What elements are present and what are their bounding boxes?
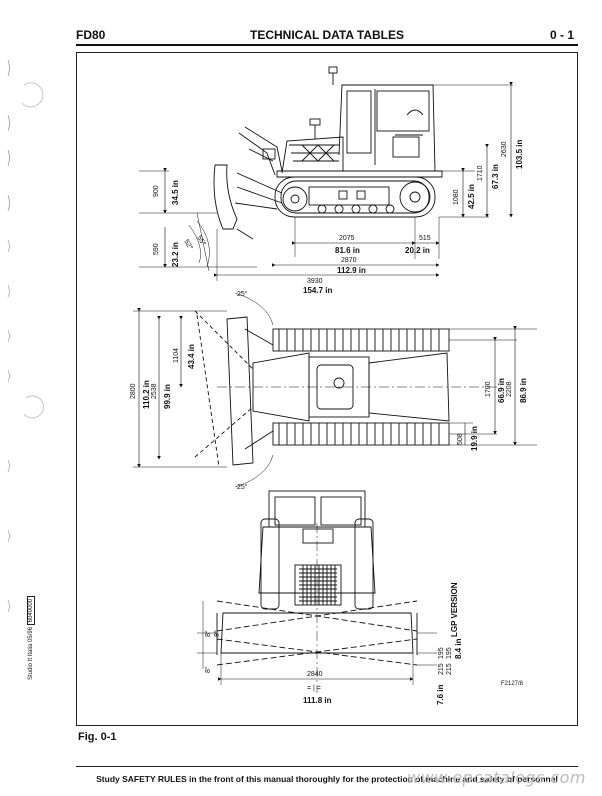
dim-overall-height-in: 103.5 in — [515, 140, 524, 169]
dim-angle-a: 55° — [195, 234, 207, 247]
dim-tilt-in-b: 7.6 in — [436, 684, 445, 705]
top-blade — [194, 292, 274, 488]
dim-blade-angle-bottom: 25° — [237, 483, 248, 491]
dim-track-height-in: 42.5 in — [467, 184, 476, 209]
front-cab — [258, 490, 376, 594]
top-track-lower — [272, 422, 450, 446]
dim-cab-floor-mm: 1710 — [477, 165, 484, 181]
dim-tilt-1-mm: 195 — [438, 647, 445, 659]
dim-base-length-mm: 2870 — [341, 257, 357, 264]
binder-marks — [7, 59, 44, 613]
top-view-labels: 25° 25° 2800 110.2 in 2538 99.9 in 1104 … — [130, 290, 528, 491]
dim-rear-overhang-mm: 515 — [419, 235, 431, 242]
top-view — [133, 292, 537, 488]
dim-gauge-in: 66.9 in — [497, 378, 506, 403]
dim-tilt-3-mm: 215 — [438, 663, 445, 675]
dim-shoe-width-in: 19.9 in — [470, 426, 479, 451]
dim-tilt-angle-1: 8° — [204, 630, 212, 637]
dim-blade-height-in: 34.5 in — [171, 180, 180, 205]
dim-track-height-mm: 1080 — [453, 189, 460, 205]
dim-rear-overhang-in: 20.2 in — [405, 246, 430, 255]
page-footer: Study SAFETY RULES in the front of this … — [76, 766, 578, 784]
side-view — [139, 66, 513, 281]
dim-base-length-in: 112.9 in — [337, 266, 366, 275]
figure-label: Fig. 0-1 — [78, 731, 117, 743]
track-side — [274, 176, 436, 218]
front-blade — [216, 523, 418, 693]
dim-half-width-in: 43.4 in — [187, 344, 196, 369]
dim-tilt-angle-2: 8° — [213, 630, 221, 637]
side-code-studio: Studio It Italia — [28, 643, 34, 680]
dim-gauge-mm: 1700 — [485, 381, 492, 397]
dim-track-length-mm: 2075 — [339, 235, 355, 242]
dim-blade-angle-top: 25° — [237, 290, 248, 298]
model-name: FD80 — [76, 28, 106, 42]
dim-angle-b: 52° — [182, 238, 194, 251]
front-grille — [294, 564, 342, 606]
dim-blade-height-mm: 900 — [153, 185, 160, 197]
dim-blade-drop-mm: 590 — [153, 243, 160, 255]
dim-angled-width-mm: 2538 — [151, 383, 158, 399]
dim-overall-length-in: 154.7 in — [303, 286, 332, 295]
equal-marks: = | = — [307, 685, 321, 692]
engine-hood — [276, 118, 443, 178]
page-number: 0 - 1 — [549, 28, 574, 42]
side-code: Studio It Italia 05/96 6040000 — [27, 595, 35, 680]
dim-tilt-2-mm: 195 — [446, 647, 453, 659]
dim-blade-width-in: 110.2 in — [142, 380, 151, 409]
top-track-upper — [272, 328, 450, 352]
blade-side — [213, 126, 283, 240]
dim-half-width-mm: 1104 — [173, 348, 180, 363]
dim-overall-width-mm: 2208 — [506, 381, 513, 397]
watermark: www.epcatalogs.com — [407, 768, 586, 787]
dim-cab-floor-in: 67.3 in — [491, 164, 500, 189]
dim-tilt-in-a: 8.4 in — [454, 638, 463, 659]
dim-angled-width-in: 99.9 in — [163, 384, 172, 409]
dim-track-length-in: 81.6 in — [335, 246, 360, 255]
dim-blade-drop-in: 23.2 in — [171, 242, 180, 267]
drawing-frame: 900 34.5 in 590 23.2 in 55° 52° 2075 81.… — [76, 52, 578, 726]
page-title: TECHNICAL DATA TABLES — [250, 28, 404, 42]
dim-front-blade-width-mm: 2840 — [307, 671, 323, 678]
technical-drawing: 900 34.5 in 590 23.2 in 55° 52° 2075 81.… — [130, 66, 537, 705]
dim-overall-height-mm: 2630 — [501, 141, 508, 157]
front-view-labels: 8° 8° 8° 195 195 215 215 8.4 in 7.6 in L… — [204, 582, 524, 705]
side-view-labels: 900 34.5 in 590 23.2 in 55° 52° 2075 81.… — [153, 140, 524, 295]
dim-front-blade-width-in: 111.8 in — [303, 696, 332, 705]
side-code-date: 05/96 — [28, 626, 34, 642]
dim-overall-length-mm: 3930 — [307, 278, 323, 285]
dim-shoe-width-mm: 508 — [457, 433, 464, 445]
dim-tilt-4-mm: 215 — [446, 663, 453, 675]
front-view — [197, 490, 437, 693]
footer-safety-text: Study SAFETY RULES in the front of this … — [96, 774, 558, 784]
page-header: FD80 TECHNICAL DATA TABLES 0 - 1 — [76, 26, 578, 46]
dim-overall-width-in: 86.9 in — [519, 378, 528, 403]
side-code-number: 6040000 — [27, 595, 35, 626]
drawing-number: F2127/8 — [501, 681, 524, 687]
dim-tilt-angle-3: 8° — [204, 666, 212, 673]
dim-blade-width-mm: 2800 — [130, 383, 137, 399]
lgp-version-label: LGP VERSION — [450, 582, 459, 637]
top-body — [217, 352, 497, 422]
cab-outline — [328, 66, 436, 172]
